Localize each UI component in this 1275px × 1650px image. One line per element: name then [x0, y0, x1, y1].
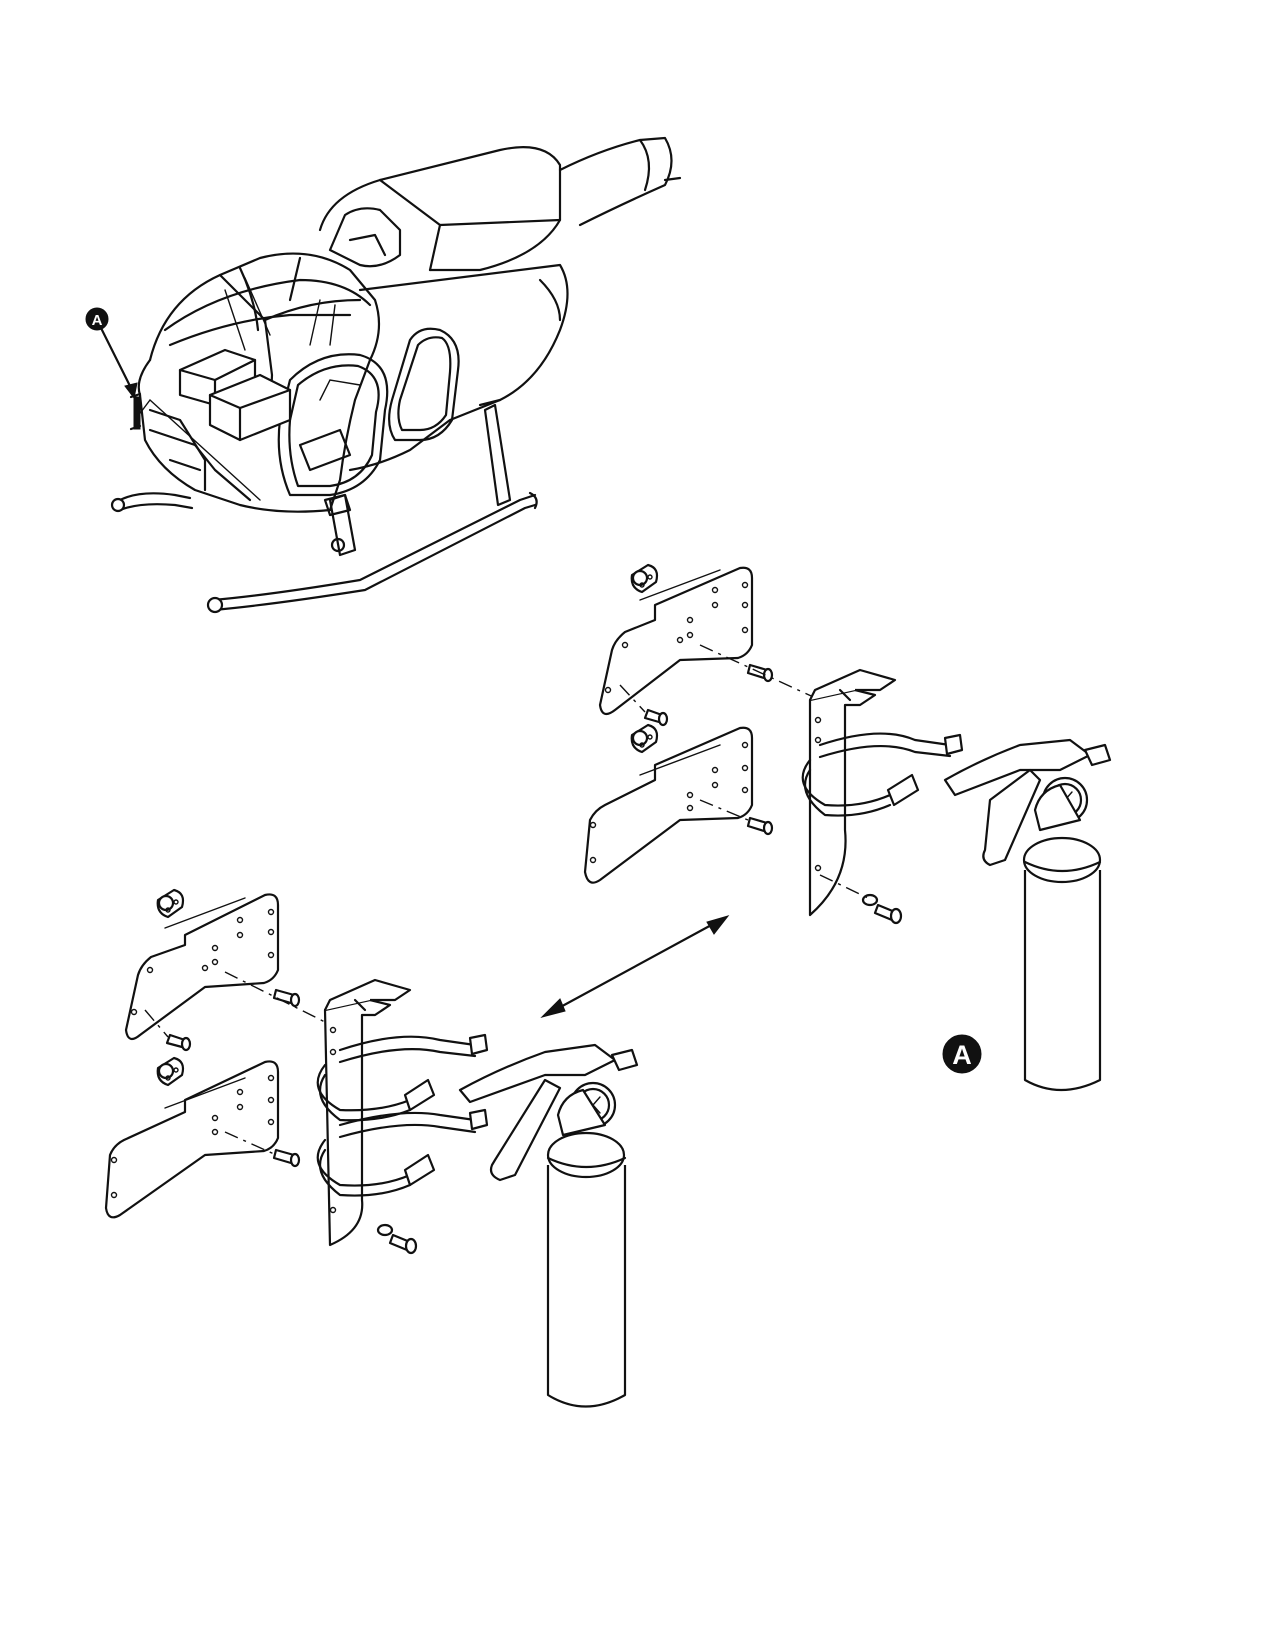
double-bracket-detail — [104, 888, 489, 1255]
helicopter-illustration — [110, 136, 682, 614]
helicopter-callout-label: A — [92, 312, 103, 329]
standoff-lower — [630, 723, 659, 754]
extinguisher-location-mark — [133, 396, 141, 430]
detail-callout-label: A — [952, 1040, 972, 1070]
single-bracket-detail — [583, 563, 964, 925]
extinguisher-upper — [943, 738, 1112, 1092]
extinguisher-lower — [458, 1043, 639, 1408]
standoff-upper — [630, 563, 659, 594]
detail-callout-a: A — [942, 1034, 982, 1074]
standoff-lower-left — [156, 1056, 185, 1087]
helicopter-callout-a: A — [85, 307, 138, 400]
standoff-upper-left — [156, 888, 185, 919]
swap-arrow-icon — [540, 915, 730, 1018]
